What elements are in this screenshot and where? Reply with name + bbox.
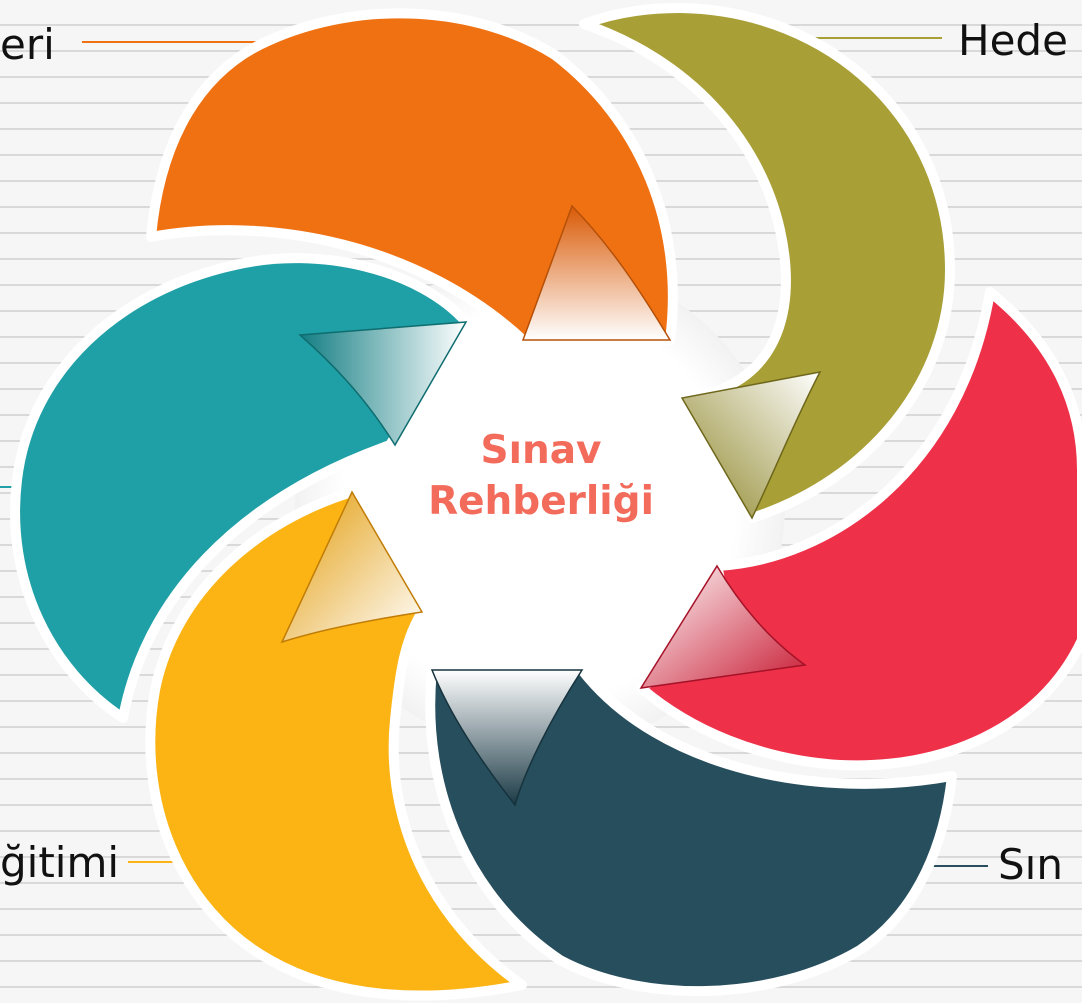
segment-navy <box>425 665 957 997</box>
center-title: Sınav Rehberliği <box>391 425 691 528</box>
segment-yellow <box>145 487 527 1001</box>
fold-yellow <box>280 490 424 644</box>
label-top-right: Hede <box>958 16 1068 65</box>
center-title-line2: Rehberliği <box>428 479 654 525</box>
fold-teal <box>298 321 468 447</box>
segment-orange <box>146 8 678 345</box>
fold-red <box>639 564 807 689</box>
center-title-line1: Sınav <box>480 428 602 473</box>
label-top-left: eri <box>0 20 55 69</box>
fold-orange <box>521 204 672 341</box>
fold-navy <box>430 669 584 807</box>
label-bottom-left: ğitimi <box>0 838 120 887</box>
segment-olive <box>579 3 955 523</box>
fold-olive <box>680 370 822 520</box>
label-bottom-right: Sın <box>998 840 1063 889</box>
